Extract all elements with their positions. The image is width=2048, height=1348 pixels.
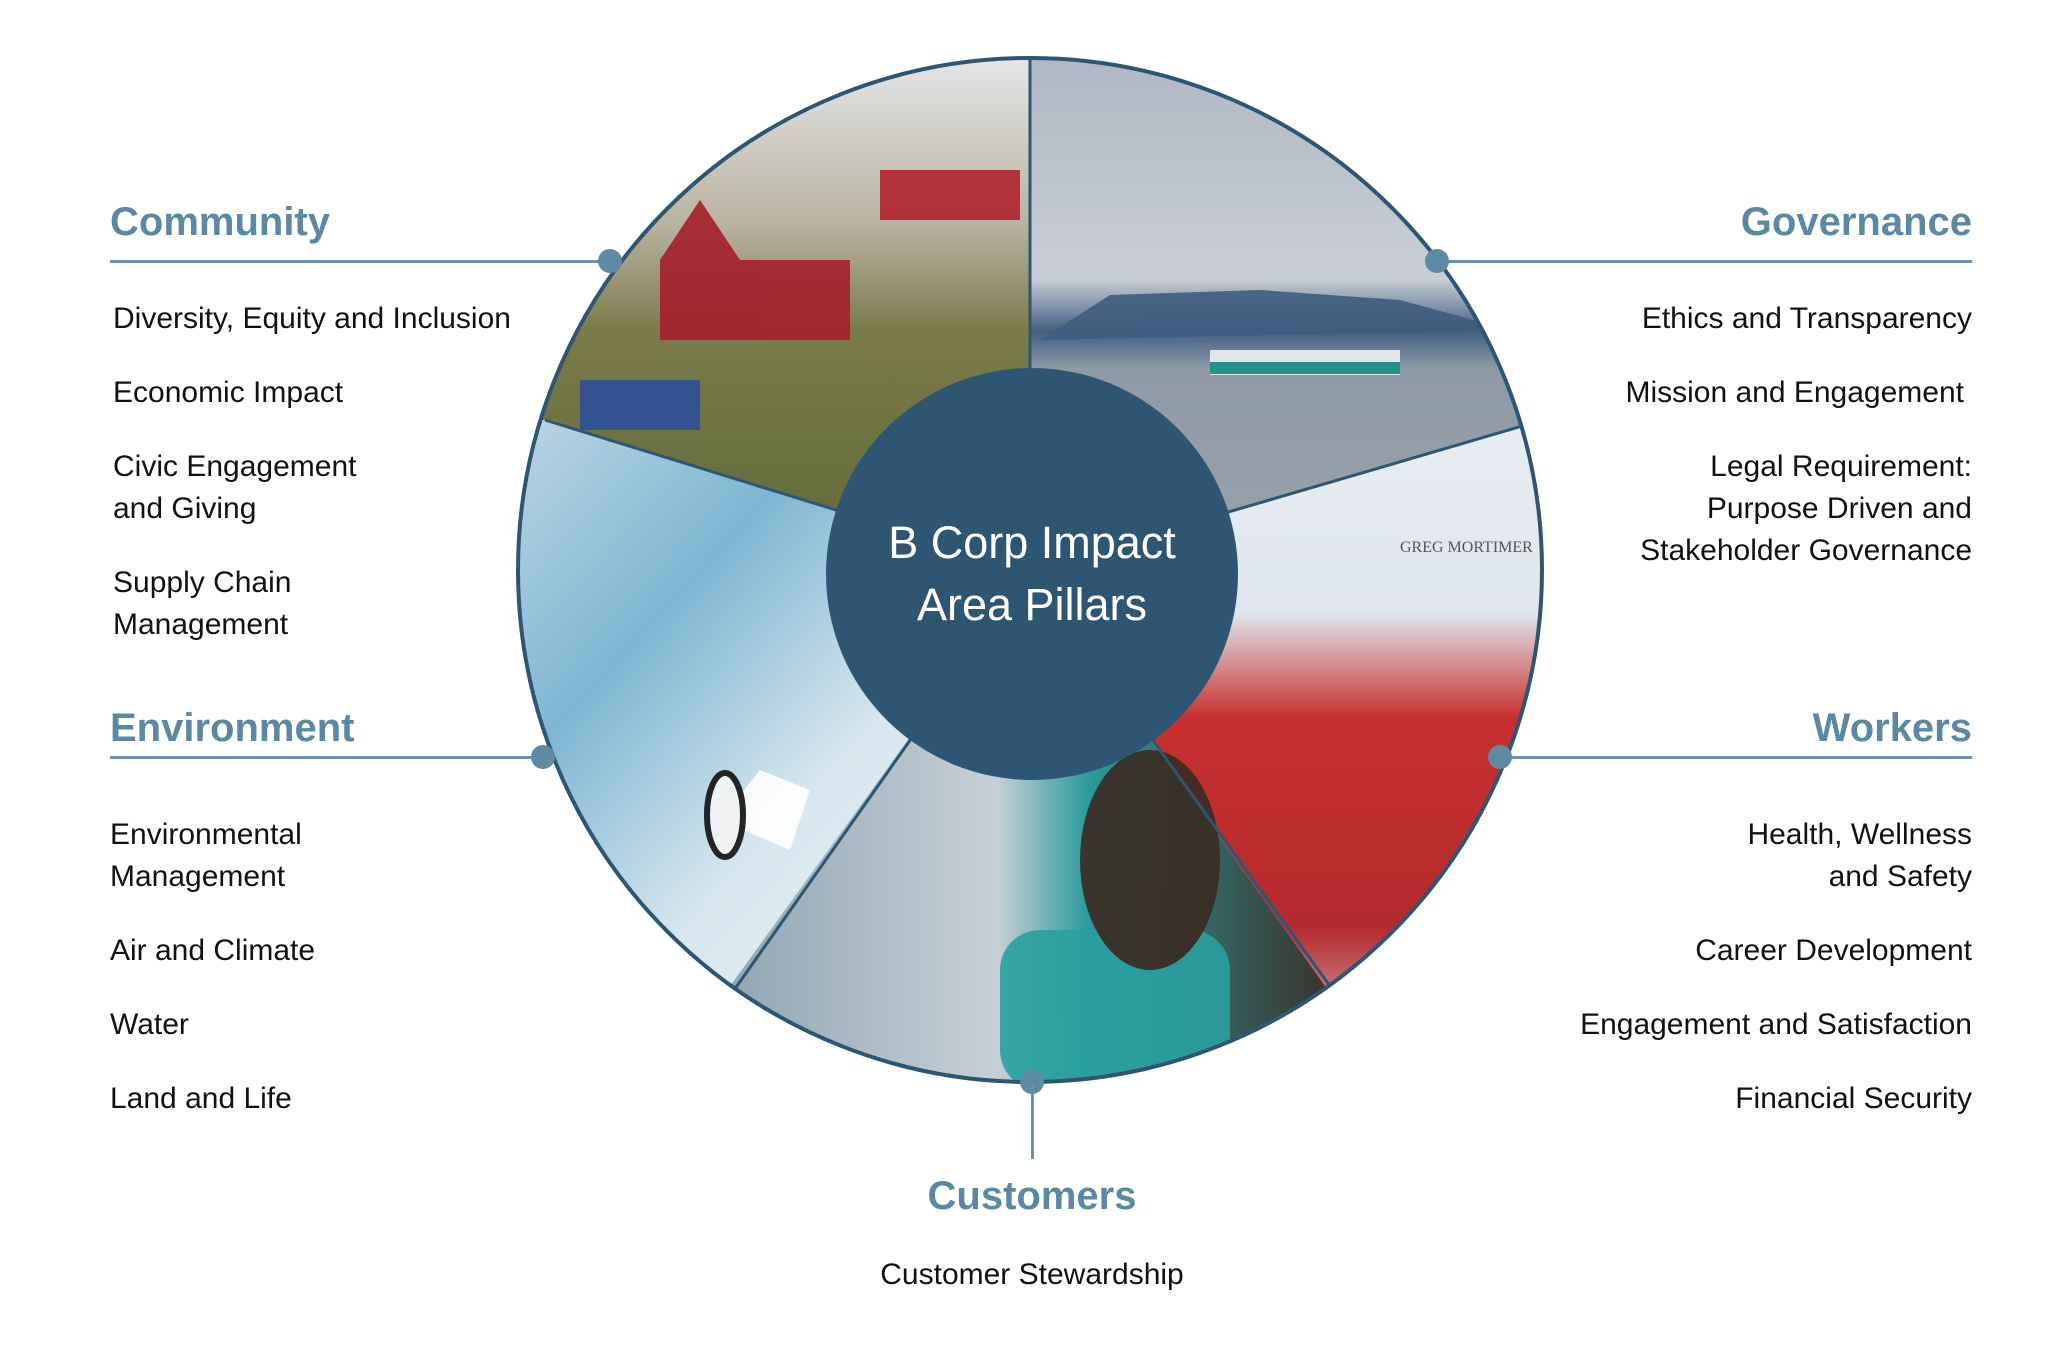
workers-item: Health, Wellness and Safety [1747, 818, 1972, 893]
workers-item: Engagement and Satisfaction [1580, 1008, 1972, 1041]
environment-items: Environmental Management Air and Climate… [110, 814, 570, 1152]
community-item: Diversity, Equity and Inclusion [113, 302, 511, 335]
workers-connector [1505, 756, 1972, 759]
center-circle [826, 368, 1238, 780]
community-items: Diversity, Equity and Inclusion Economic… [113, 298, 573, 678]
environment-item: Air and Climate [110, 934, 316, 967]
workers-item: Financial Security [1735, 1082, 1972, 1115]
workers-heading: Workers [1812, 706, 1972, 750]
governance-connector [1440, 260, 1972, 263]
environment-item: Water [110, 1008, 189, 1041]
workers-items: Health, Wellness and Safety Career Devel… [1412, 814, 1972, 1152]
governance-item: Legal Requirement: Purpose Driven and St… [1640, 450, 1972, 567]
governance-heading: Governance [1740, 200, 1972, 244]
customers-heading: Customers [927, 1174, 1137, 1218]
environment-heading: Environment [110, 706, 355, 750]
customers-items: Customer Stewardship [782, 1254, 1282, 1328]
environment-dot [531, 745, 555, 769]
community-item: Civic Engagement and Giving [113, 450, 357, 525]
ship-name: GREG MORTIMER [1400, 539, 1533, 556]
community-heading: Community [110, 200, 330, 244]
workers-dot [1488, 745, 1512, 769]
environment-connector [110, 756, 540, 759]
center-title: B Corp Impact Area Pillars [888, 517, 1176, 630]
community-item: Economic Impact [113, 376, 344, 409]
governance-item: Ethics and Transparency [1641, 302, 1972, 335]
customers-connector [1031, 1084, 1034, 1159]
community-item: Supply Chain Management [113, 566, 292, 641]
environment-item: Environmental Management [110, 818, 302, 893]
community-dot [598, 249, 622, 273]
governance-items: Ethics and Transparency Mission and Enga… [1412, 298, 1972, 604]
environment-item: Land and Life [110, 1082, 292, 1115]
community-connector [110, 260, 608, 263]
workers-item: Career Development [1695, 934, 1972, 967]
customers-item: Customer Stewardship [880, 1258, 1184, 1291]
governance-dot [1425, 249, 1449, 273]
governance-item: Mission and Engagement [1625, 376, 1964, 409]
